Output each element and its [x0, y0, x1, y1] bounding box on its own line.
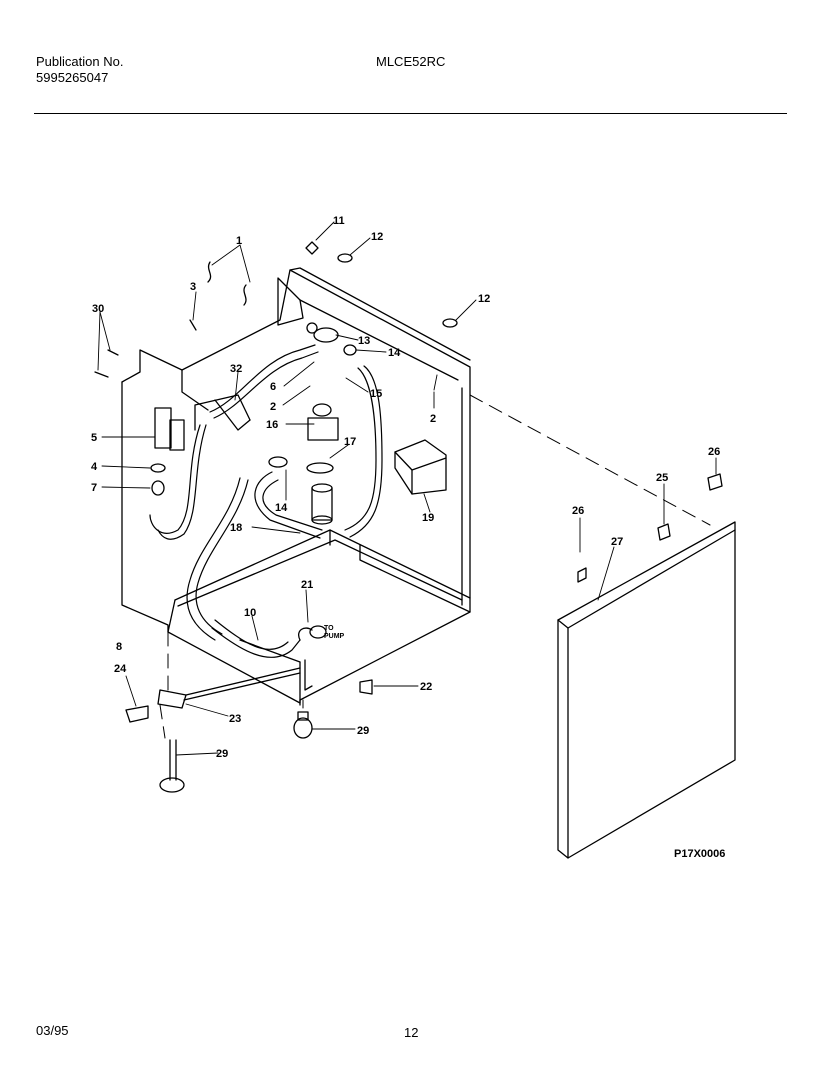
callout-19: 19 — [422, 512, 434, 524]
leader-lines — [97, 221, 717, 756]
callout-8: 8 — [116, 641, 122, 653]
model-number: MLCE52RC — [376, 54, 446, 69]
callout-2-right: 2 — [430, 413, 436, 425]
callout-4: 4 — [91, 461, 98, 473]
callout-6: 6 — [270, 381, 276, 393]
callout-1: 1 — [236, 235, 242, 247]
callout-21: 21 — [301, 579, 313, 591]
callout-14-bottom: 14 — [275, 502, 288, 514]
figure-code: P17X0006 — [674, 848, 725, 860]
callout-23: 23 — [229, 713, 241, 725]
callout-15: 15 — [370, 388, 382, 400]
callout-labels: 1 3 30 11 12 12 13 14 32 6 2 15 2 16 17 … — [91, 215, 725, 860]
callout-14-top: 14 — [388, 347, 401, 359]
callout-25: 25 — [656, 472, 668, 484]
callout-32: 32 — [230, 363, 242, 375]
alignment-lines — [159, 394, 711, 739]
publication-date: 03/95 — [36, 1023, 69, 1038]
publication-label: Publication No. — [36, 54, 124, 69]
callout-17: 17 — [344, 436, 356, 448]
callout-27: 27 — [611, 536, 623, 548]
callout-29-right: 29 — [357, 725, 369, 737]
callout-11: 11 — [333, 215, 345, 227]
cabinet-frame — [121, 267, 471, 706]
callout-29-left: 29 — [216, 748, 228, 760]
callout-10: 10 — [244, 607, 256, 619]
callout-22: 22 — [420, 681, 432, 693]
publication-number: 5995265047 — [36, 70, 109, 85]
callout-16: 16 — [266, 419, 278, 431]
callout-30: 30 — [92, 303, 104, 315]
front-panel — [557, 473, 736, 859]
callout-18: 18 — [230, 522, 242, 534]
callout-3: 3 — [190, 281, 196, 293]
components — [94, 241, 458, 793]
callout-13: 13 — [358, 335, 370, 347]
to-pump-label-line2: PUMP — [324, 633, 345, 640]
callout-7: 7 — [91, 482, 97, 494]
hoses — [149, 344, 383, 658]
callout-26-right: 26 — [708, 446, 720, 458]
header-divider — [34, 113, 787, 114]
callout-12-right: 12 — [478, 293, 490, 305]
callout-26-left: 26 — [572, 505, 584, 517]
callout-2-left: 2 — [270, 401, 276, 413]
callout-24: 24 — [114, 663, 127, 675]
page-number: 12 — [404, 1025, 419, 1040]
to-pump-label-line1: TO — [324, 625, 334, 632]
callout-12-top: 12 — [371, 231, 383, 243]
callout-5: 5 — [91, 432, 97, 444]
